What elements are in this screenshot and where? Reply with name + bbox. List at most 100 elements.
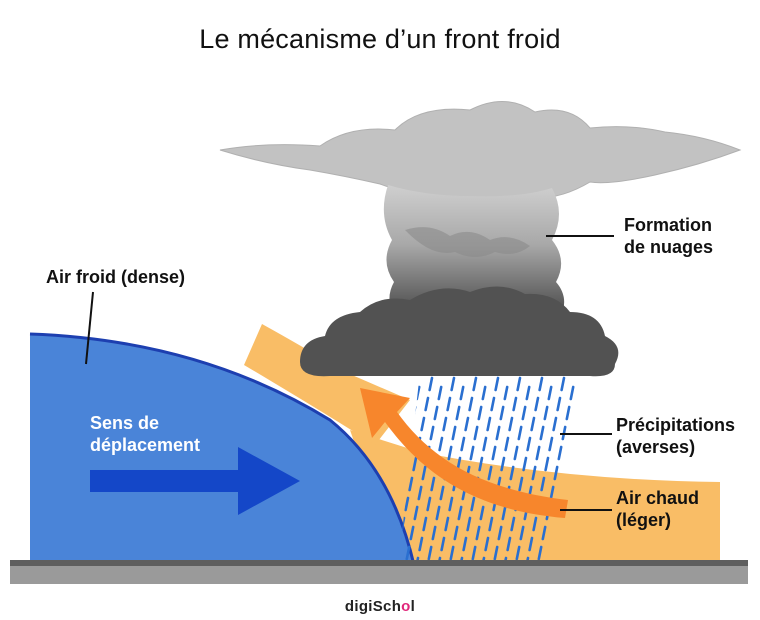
rain-drop xyxy=(409,525,415,541)
direction-label: Sens de déplacement xyxy=(90,412,200,456)
rain-drop xyxy=(406,376,412,392)
rain-drop xyxy=(490,396,496,412)
rain-drop xyxy=(424,396,430,412)
precipitation-label-line2: (averses) xyxy=(616,437,696,457)
rain-drop xyxy=(411,405,417,421)
rain-drop xyxy=(447,445,453,461)
rain-drop xyxy=(509,465,515,481)
rain-drop xyxy=(449,545,455,561)
warm-air-label: Air chaud (léger) xyxy=(616,487,699,531)
rain-drop xyxy=(442,416,448,432)
rain-drop xyxy=(487,465,493,481)
rain-drop xyxy=(420,416,426,432)
digischool-logo: digiSchol xyxy=(0,598,760,615)
rain-drop xyxy=(556,396,562,412)
rain-drop xyxy=(479,505,485,521)
rain-drop xyxy=(517,425,523,441)
precipitation-label-line1: Précipitations xyxy=(616,415,736,435)
rain-drop xyxy=(560,376,566,392)
rain-drop xyxy=(405,545,411,561)
rain-drop xyxy=(444,516,450,532)
rain-drop xyxy=(430,476,436,492)
cold-air-label: Air froid (dense) xyxy=(46,266,185,288)
cold-air-label-text: Air froid (dense) xyxy=(46,267,186,287)
cold-air-leader-line xyxy=(85,291,94,365)
rain-drop xyxy=(537,545,543,561)
rain-drop xyxy=(547,385,553,401)
rain-drop xyxy=(515,545,521,561)
rain-drop xyxy=(553,465,559,481)
rain-drop xyxy=(521,405,527,421)
rain-drop xyxy=(508,416,514,432)
logo-text-end: l xyxy=(410,598,416,615)
rain-drop xyxy=(440,536,446,552)
rain-drop xyxy=(482,436,488,452)
rain-drop xyxy=(437,385,443,401)
logo-text-start: digiSch xyxy=(344,598,402,615)
rain-drop xyxy=(439,485,445,501)
rain-drop xyxy=(532,516,538,532)
rain-drop xyxy=(473,425,479,441)
cloud-anvil xyxy=(219,101,742,202)
storm-cloud xyxy=(219,101,742,377)
rain-drop xyxy=(541,525,547,541)
rain-drop xyxy=(471,545,477,561)
rain-drop xyxy=(513,445,519,461)
rain-drop xyxy=(466,516,472,532)
rain-drop xyxy=(543,405,549,421)
rain-drop xyxy=(472,376,478,392)
rain-drop xyxy=(462,536,468,552)
diagram-title: Le mécanisme d’un front froid xyxy=(199,24,561,54)
rain-drop xyxy=(486,416,492,432)
rain-drop xyxy=(451,425,457,441)
rain-drop xyxy=(552,416,558,432)
ground-shadow xyxy=(10,560,748,566)
cloud-base xyxy=(300,286,619,377)
rain-drop xyxy=(455,405,461,421)
rain-drop xyxy=(569,385,575,401)
warm-air-label-line1: Air chaud xyxy=(616,488,700,508)
rain-drop xyxy=(435,505,441,521)
rain-drop xyxy=(413,505,419,521)
rain-drop xyxy=(433,405,439,421)
rain-drop xyxy=(426,496,432,512)
rain-drop xyxy=(510,516,516,532)
warm-air-label-line2: (léger) xyxy=(616,510,672,530)
rain-drop xyxy=(448,496,454,512)
rain-drop xyxy=(497,525,503,541)
direction-arrow xyxy=(90,447,300,515)
rain-drop xyxy=(493,545,499,561)
rain-drop xyxy=(478,456,484,472)
clouds-label-line2: de nuages xyxy=(624,237,714,257)
rain-drop xyxy=(477,405,483,421)
rain-drop xyxy=(525,385,531,401)
cold-air-mass xyxy=(30,334,414,565)
rain-drop xyxy=(412,456,418,472)
rain-drop xyxy=(504,436,510,452)
rain-drop xyxy=(557,445,563,461)
rain-drop xyxy=(528,536,534,552)
rain-drop xyxy=(535,445,541,461)
rain-drop xyxy=(548,436,554,452)
rain-drop xyxy=(538,376,544,392)
clouds-label: Formation de nuages xyxy=(624,214,713,258)
cold-front-boundary xyxy=(29,332,416,566)
rain-drop xyxy=(470,496,476,512)
rain-drop xyxy=(408,476,414,492)
precipitation-label: Précipitations (averses) xyxy=(616,414,735,458)
rain-drop xyxy=(450,376,456,392)
rain-drop xyxy=(415,385,421,401)
rain-drop xyxy=(469,445,475,461)
rain-drop xyxy=(530,416,536,432)
rain-drop xyxy=(438,436,444,452)
rain-drop xyxy=(421,465,427,481)
rain-drop xyxy=(422,516,428,532)
direction-label-line2: déplacement xyxy=(90,435,201,455)
rain-drop xyxy=(565,405,571,421)
rain-drop xyxy=(501,505,507,521)
rain-drop xyxy=(453,525,459,541)
rain-drop xyxy=(431,525,437,541)
rain-drop xyxy=(522,456,528,472)
